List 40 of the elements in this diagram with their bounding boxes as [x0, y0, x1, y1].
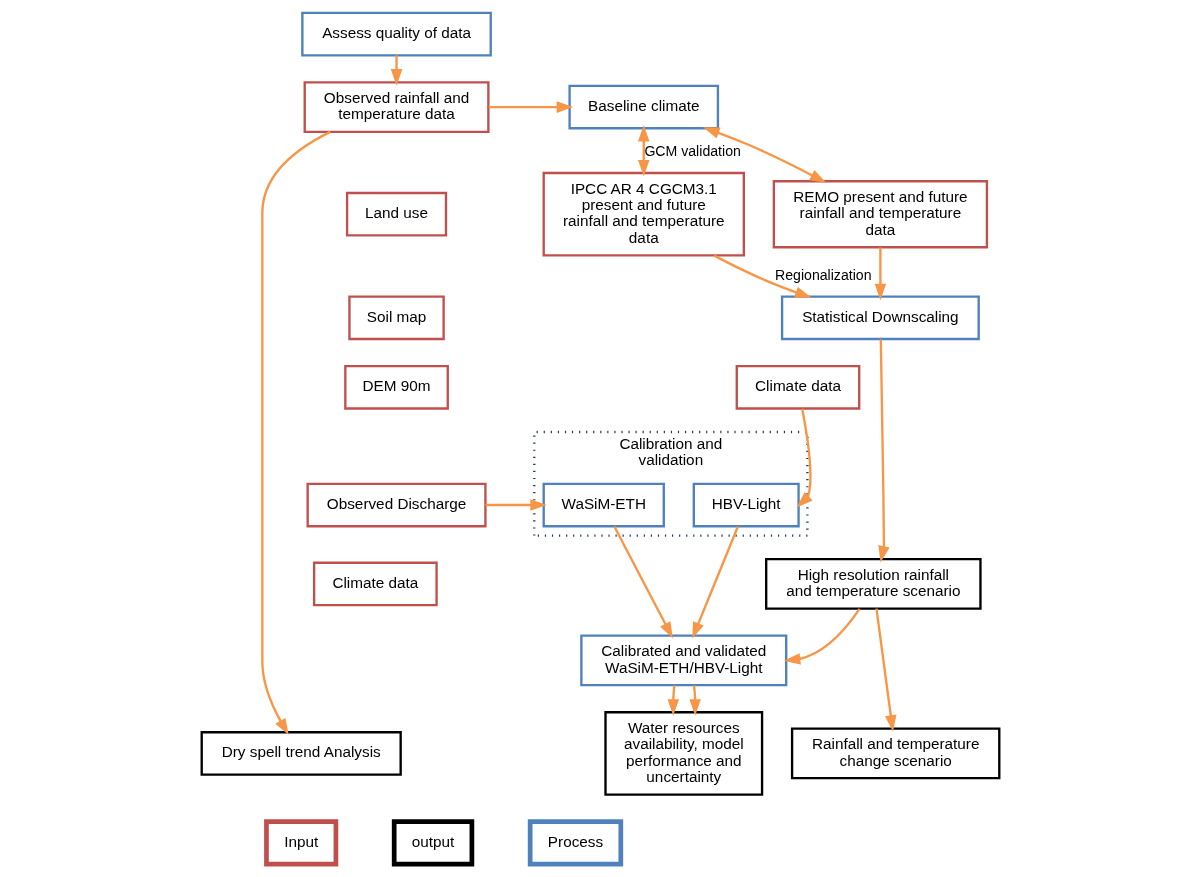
- arrow: [796, 408, 813, 508]
- arrow: [877, 339, 890, 563]
- arrow: [612, 525, 673, 639]
- arrow: [783, 608, 860, 665]
- node-box: Rainfall and temperature change scenario: [790, 727, 1000, 780]
- node-box: Observed Discharge: [306, 482, 487, 528]
- node-box: Climate data: [312, 561, 438, 607]
- arrow: [637, 124, 650, 177]
- arrow: [390, 55, 402, 86]
- node-box: HBV-Light: [692, 482, 800, 528]
- arrow: [713, 254, 812, 298]
- node-box: Water resources availability, model performance and uncertainty: [603, 711, 763, 796]
- edge-label: Regionalization: [774, 266, 872, 283]
- node-box: Assess quality of data: [300, 11, 492, 57]
- arrow: [691, 526, 739, 639]
- legend-label: Input: [283, 832, 318, 850]
- node-box: Soil map: [347, 295, 445, 341]
- arrow: [874, 247, 886, 301]
- node-box: High resolution rainfall and temperature scenario: [764, 558, 982, 610]
- legend-label: output: [411, 832, 454, 850]
- arrow: [702, 127, 826, 183]
- arrow: [488, 101, 573, 113]
- node-box: Statistical Downscaling: [780, 295, 980, 341]
- node-box: Observed rainfall and temperature data: [303, 81, 490, 133]
- arrow: [260, 130, 331, 736]
- arrow: [874, 608, 896, 732]
- arrow: [667, 685, 679, 716]
- node-box: IPCC AR 4 CGCM3.1 present and future rainfall and temperature data: [542, 171, 745, 257]
- arrow: [688, 685, 701, 716]
- node-box: Land use: [345, 191, 447, 237]
- legend-label: Process: [547, 832, 603, 850]
- arrow: [485, 499, 547, 511]
- node-box: Climate data: [735, 364, 860, 410]
- node-box: Baseline climate: [567, 84, 719, 130]
- node-box: Dry spell trend Analysis: [200, 731, 402, 776]
- node-box: Calibrated and validated WaSiM-ETH/HBV-Light: [579, 634, 787, 687]
- node-box: DEM 90m: [343, 364, 449, 410]
- edge-label: GCM validation: [643, 143, 741, 160]
- node-box: WaSiM-ETH: [542, 482, 665, 528]
- node-box: REMO present and future rainfall and temperature data: [772, 180, 988, 249]
